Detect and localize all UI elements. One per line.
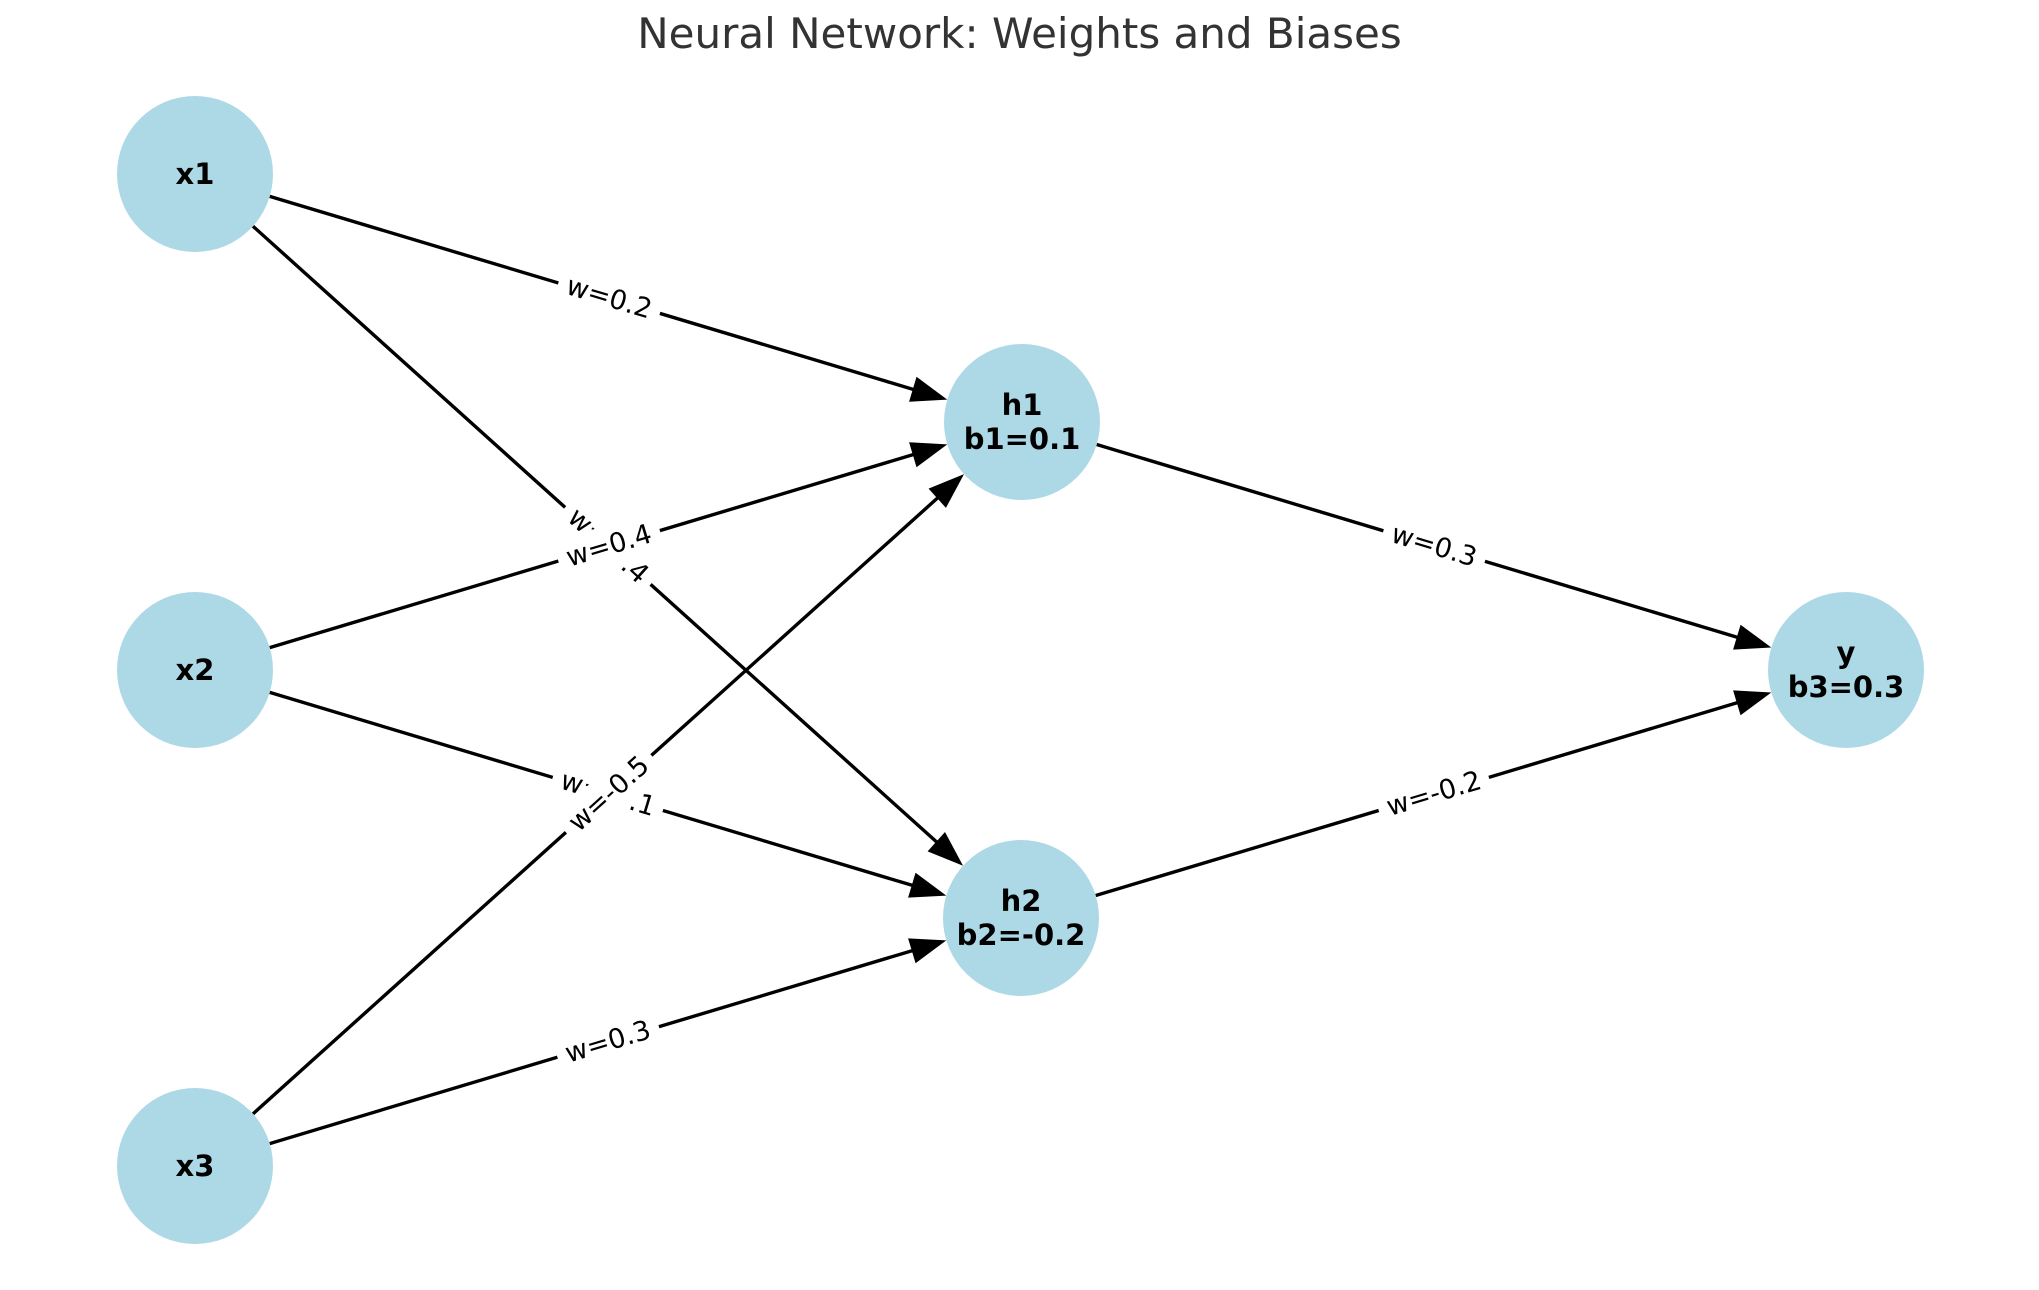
node-h1: h1 b1=0.1 bbox=[944, 344, 1100, 500]
node-x1-label: x1 bbox=[175, 157, 215, 191]
figure-title: Neural Network: Weights and Biases bbox=[637, 9, 1402, 58]
node-x2-label: x2 bbox=[175, 653, 215, 687]
node-h2-label: h2 bbox=[1000, 884, 1042, 918]
arrowhead-x3-h1 bbox=[928, 474, 965, 508]
node-y: y b3=0.3 bbox=[1768, 592, 1924, 748]
arrowhead-x1-h2 bbox=[927, 832, 964, 866]
node-x1: x1 bbox=[117, 96, 273, 252]
node-y-label: y bbox=[1836, 636, 1856, 670]
node-x3: x3 bbox=[117, 1088, 273, 1244]
arrowhead-x2-h1 bbox=[909, 442, 948, 468]
node-h1-label: h1 bbox=[1001, 388, 1043, 422]
node-h2: h2 b2=-0.2 bbox=[943, 840, 1099, 996]
arrowhead-x2-h2 bbox=[908, 872, 947, 898]
arrowhead-x3-h2 bbox=[908, 938, 947, 964]
arrowhead-x1-h1 bbox=[909, 376, 948, 402]
node-y-bias: b3=0.3 bbox=[1787, 670, 1905, 704]
node-x2: x2 bbox=[117, 592, 273, 748]
arrowhead-h2-y bbox=[1733, 690, 1772, 716]
node-x3-label: x3 bbox=[175, 1149, 215, 1183]
node-h2-bias: b2=-0.2 bbox=[956, 918, 1086, 952]
arrowhead-h1-y bbox=[1733, 624, 1772, 650]
node-h1-bias: b1=0.1 bbox=[963, 422, 1081, 456]
